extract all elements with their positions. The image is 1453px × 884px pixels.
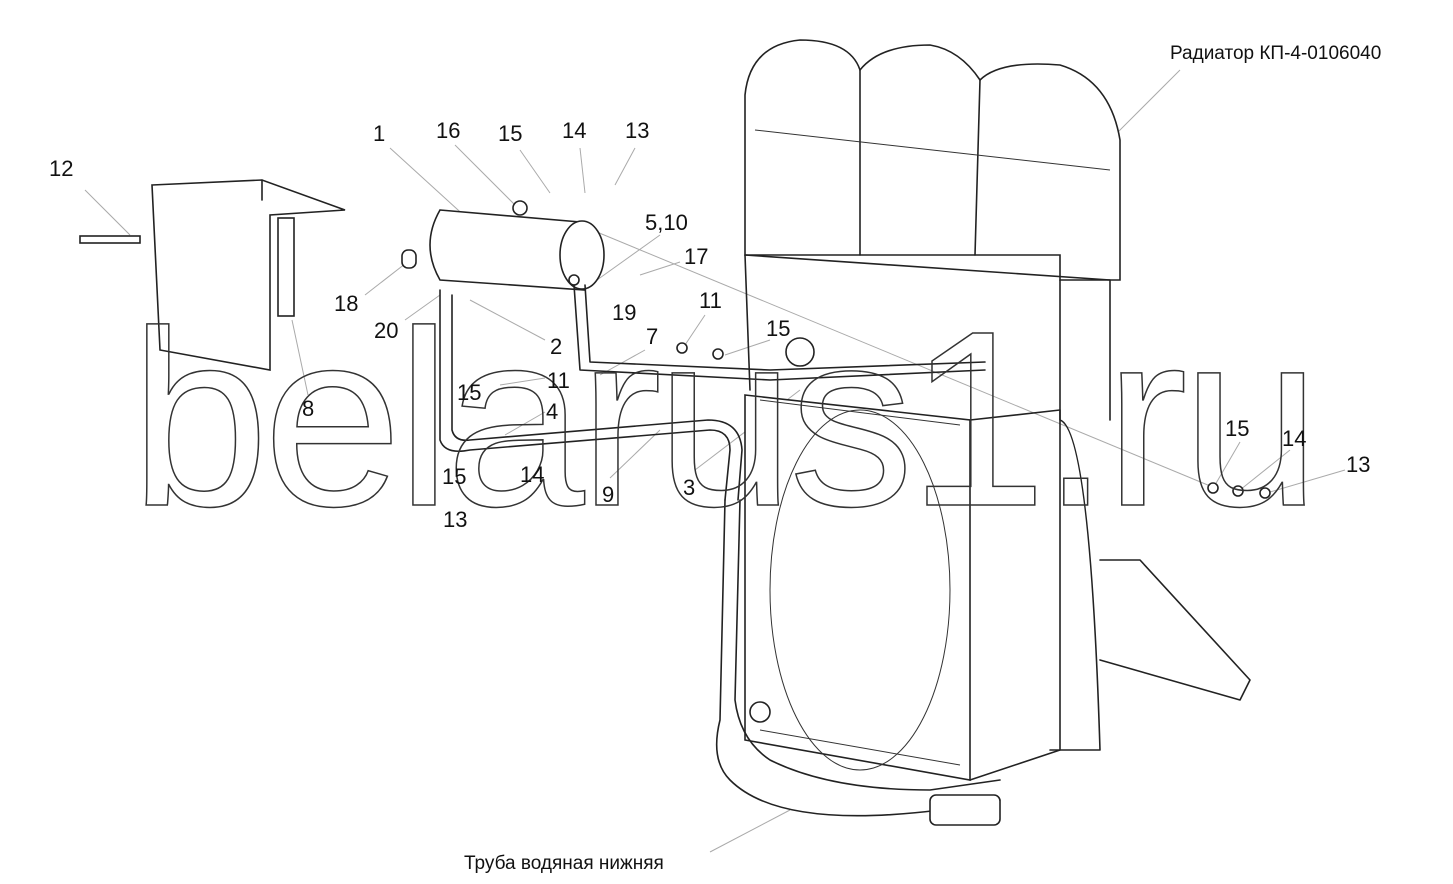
callout: 17: [684, 244, 708, 269]
callout: 13: [1346, 452, 1370, 477]
callout: 15: [457, 380, 481, 405]
callout: 14: [562, 118, 586, 143]
callout: 8: [302, 396, 314, 421]
callout: 1: [373, 121, 385, 146]
callout: 7: [646, 324, 658, 349]
radiator-core: [744, 394, 1061, 781]
callout: 19: [612, 300, 636, 325]
callout: 11: [699, 288, 722, 313]
expansion-tank: [401, 200, 605, 291]
callout-labels: 12 1 16 15 14 13 5,10 17 18 20 19 2 7 11…: [49, 118, 1370, 532]
callout: 9: [602, 482, 614, 507]
mounting-bracket: [79, 179, 346, 371]
callout: 13: [625, 118, 649, 143]
callout: 11: [547, 368, 570, 393]
caption-radiator: Радиатор КП-4-0106040: [1170, 43, 1381, 64]
radiator-shroud: [744, 39, 1251, 751]
callout: 15: [766, 316, 790, 341]
caption-lower-water-pipe: Труба водяная нижняя: [464, 853, 664, 874]
callout: 15: [442, 464, 466, 489]
callout: 4: [546, 399, 558, 424]
callout: 13: [443, 507, 467, 532]
callout: 15: [498, 121, 522, 146]
callout: 2: [550, 334, 562, 359]
leader-lines: [84, 69, 1346, 853]
watermark-text: belarus1.ru: [130, 279, 1315, 558]
callout: 15: [1225, 416, 1249, 441]
callout: 16: [436, 118, 460, 143]
callout: 14: [520, 462, 544, 487]
callout: 20: [374, 318, 398, 343]
callout: 14: [1282, 426, 1306, 451]
pipes: [439, 284, 1271, 826]
callout: 18: [334, 291, 358, 316]
callout: 12: [49, 156, 73, 181]
callout: 5,10: [645, 210, 688, 235]
callout: 3: [683, 475, 695, 500]
